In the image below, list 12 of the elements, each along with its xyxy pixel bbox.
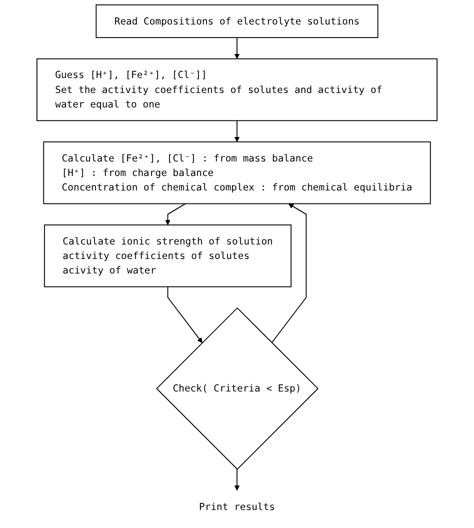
arrow — [234, 468, 240, 491]
node-text: Print results — [199, 500, 275, 512]
arrow — [271, 203, 307, 344]
arrow — [234, 37, 240, 60]
node-diamond: Check( Criteria < Esp) — [156, 307, 319, 470]
arrow — [165, 203, 186, 226]
node-box: Calculate ionic strength of solution activity coefficients of solutes acivity of water — [44, 224, 292, 288]
node-box: Calculate [Fe²⁺], [Cl⁻] : from mass balance [H⁺] : from charge balance Concentration of chemical complex : from chemical equilibria — [43, 141, 431, 204]
node-box: Read Compositions of electrolyte solutions — [96, 4, 378, 38]
arrow — [167, 286, 202, 343]
arrow — [234, 120, 240, 142]
node-box: Guess [H⁺], [Fe²⁺], [Cl⁻]] Set the activity coefficients of solutes and activity of water equal to one — [36, 58, 438, 122]
